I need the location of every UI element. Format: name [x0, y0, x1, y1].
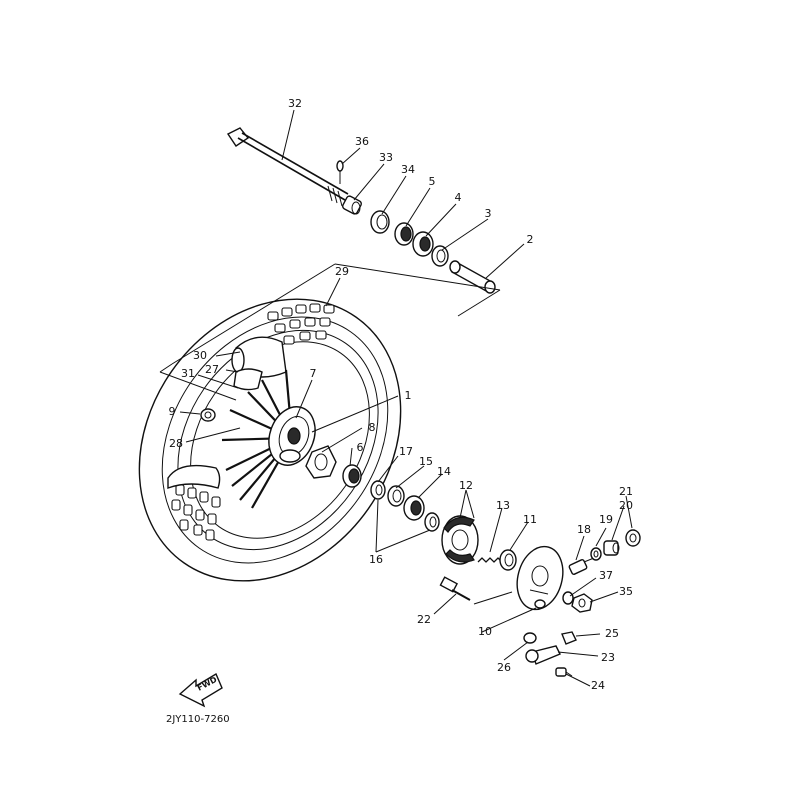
callout-27: 27	[205, 363, 219, 376]
nut-21	[625, 529, 641, 547]
bearing-15	[387, 485, 405, 507]
callout-20: 20	[619, 499, 633, 512]
hub-plate-8	[305, 445, 337, 479]
callout-19: 19	[599, 513, 613, 526]
spacer-20	[603, 540, 620, 556]
brake-spring	[477, 557, 503, 563]
callout-3: 3	[485, 207, 492, 220]
rim-band	[233, 368, 263, 391]
bearing-6	[342, 464, 362, 488]
callout-9: 9	[169, 405, 176, 418]
callout-11: 11	[523, 513, 537, 526]
callout-14: 14	[437, 465, 451, 478]
bearing-14	[403, 495, 425, 521]
callout-34: 34	[401, 163, 415, 176]
diagram-code: 2JY110-7260	[166, 714, 230, 725]
callout-4: 4	[455, 191, 462, 204]
callout-37: 37	[599, 569, 613, 582]
callout-2: 2	[527, 233, 534, 246]
callout-8: 8	[369, 421, 376, 434]
callout-22: 22	[417, 613, 431, 626]
callout-29: 29	[335, 265, 349, 278]
spacer-tube	[449, 260, 496, 294]
brake-shoes	[441, 515, 479, 565]
callout-33: 33	[379, 151, 393, 164]
callout-10: 10	[478, 625, 492, 638]
oil-seal-11	[499, 549, 517, 571]
bearing-4	[412, 231, 434, 257]
spoke-nipple	[200, 408, 216, 422]
fwd-arrow-icon: FWD	[178, 672, 223, 708]
brake-camshaft	[439, 576, 471, 601]
callout-15: 15	[419, 455, 433, 468]
callout-1: 1	[405, 389, 412, 402]
part-18	[568, 557, 595, 575]
collar-34	[370, 210, 390, 234]
cotter-pin	[336, 160, 344, 184]
callout-25: 25	[605, 627, 619, 640]
callout-24: 24	[591, 679, 605, 692]
callout-35: 35	[619, 585, 633, 598]
callout-26: 26	[497, 661, 511, 674]
callout-18: 18	[577, 523, 591, 536]
seal-37	[562, 591, 574, 605]
callout-5: 5	[429, 175, 436, 188]
spacer-17	[370, 480, 386, 500]
callout-21: 21	[619, 485, 633, 498]
brake-plate	[516, 545, 564, 611]
callouts: 1 2 3 4 5 6 7 8 9 10 11 12 13 14 15 16 1…	[169, 97, 634, 692]
axle	[226, 127, 349, 207]
oil-seal-3	[431, 245, 449, 267]
callout-28: 28	[169, 437, 183, 450]
tire-cutaway	[167, 464, 221, 489]
axle-nut	[342, 195, 362, 215]
callout-36: 36	[355, 135, 369, 148]
callout-31: 31	[181, 367, 195, 380]
callout-23: 23	[601, 651, 615, 664]
callout-32: 32	[288, 97, 302, 110]
bearing-5	[394, 222, 414, 246]
callout-16: 16	[369, 553, 383, 566]
callout-13: 13	[496, 499, 510, 512]
callout-12: 12	[459, 479, 473, 492]
callout-6: 6	[357, 441, 364, 454]
washer-19	[590, 547, 602, 561]
callout-30: 30	[193, 349, 207, 362]
nut-35	[571, 593, 593, 613]
callout-17: 17	[399, 445, 413, 458]
camshaft-lever	[523, 631, 577, 677]
wheel-hub	[268, 406, 316, 466]
leader-lines	[159, 109, 633, 687]
oil-seal-16	[424, 512, 440, 532]
callout-7: 7	[310, 367, 317, 380]
tire-tread	[171, 303, 335, 541]
